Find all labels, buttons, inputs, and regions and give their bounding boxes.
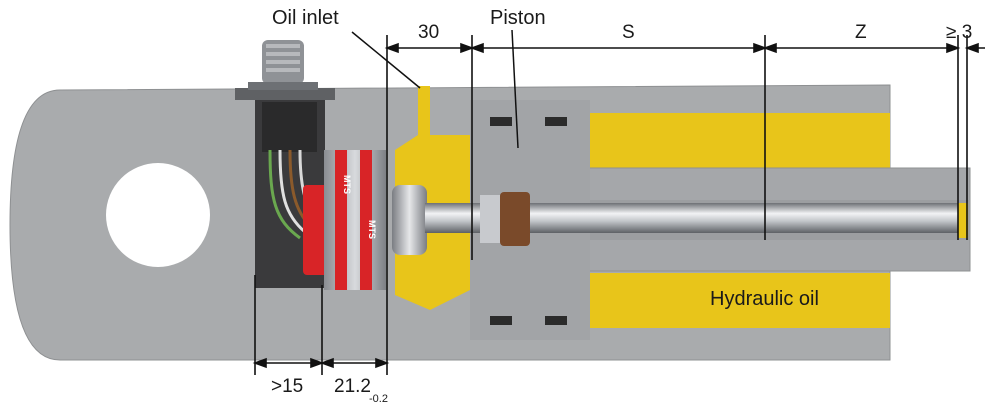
dim-s-label: S bbox=[622, 22, 635, 43]
sensor-flange: MTS MTS bbox=[324, 150, 386, 290]
sensor-nut bbox=[392, 185, 427, 255]
bottom-dimension-lines bbox=[252, 357, 390, 369]
cable-gland bbox=[248, 40, 318, 90]
seal bbox=[490, 117, 512, 126]
clevis-eye bbox=[106, 163, 210, 267]
dim-ge3-label: ≥ 3 bbox=[946, 22, 972, 43]
leader-lines bbox=[351, 29, 519, 149]
dim-21-2-label: 21.2 bbox=[334, 376, 371, 397]
sensor-brand-text: MTS bbox=[342, 175, 352, 194]
dim-gt15-label: >15 bbox=[271, 376, 303, 397]
seal bbox=[545, 316, 567, 325]
top-dimension-lines bbox=[384, 42, 985, 54]
sensor-brand-text: MTS bbox=[367, 220, 377, 239]
seal bbox=[545, 117, 567, 126]
connector bbox=[262, 102, 317, 152]
dim-21-2-tolerance: -0.2 bbox=[369, 393, 388, 405]
dim-z-label: Z bbox=[855, 22, 867, 43]
seal bbox=[490, 316, 512, 325]
hydraulic-oil-label: Hydraulic oil bbox=[710, 288, 819, 310]
hydraulic-oil-chambers bbox=[395, 86, 890, 328]
position-magnet bbox=[480, 192, 530, 246]
dim-30-label: 30 bbox=[418, 22, 439, 43]
extension-lines bbox=[254, 35, 968, 375]
piston-label: Piston bbox=[490, 7, 546, 29]
oil-inlet-label: Oil inlet bbox=[272, 7, 339, 29]
sensor-electronics bbox=[303, 185, 328, 275]
rod-end-oil bbox=[958, 203, 968, 238]
